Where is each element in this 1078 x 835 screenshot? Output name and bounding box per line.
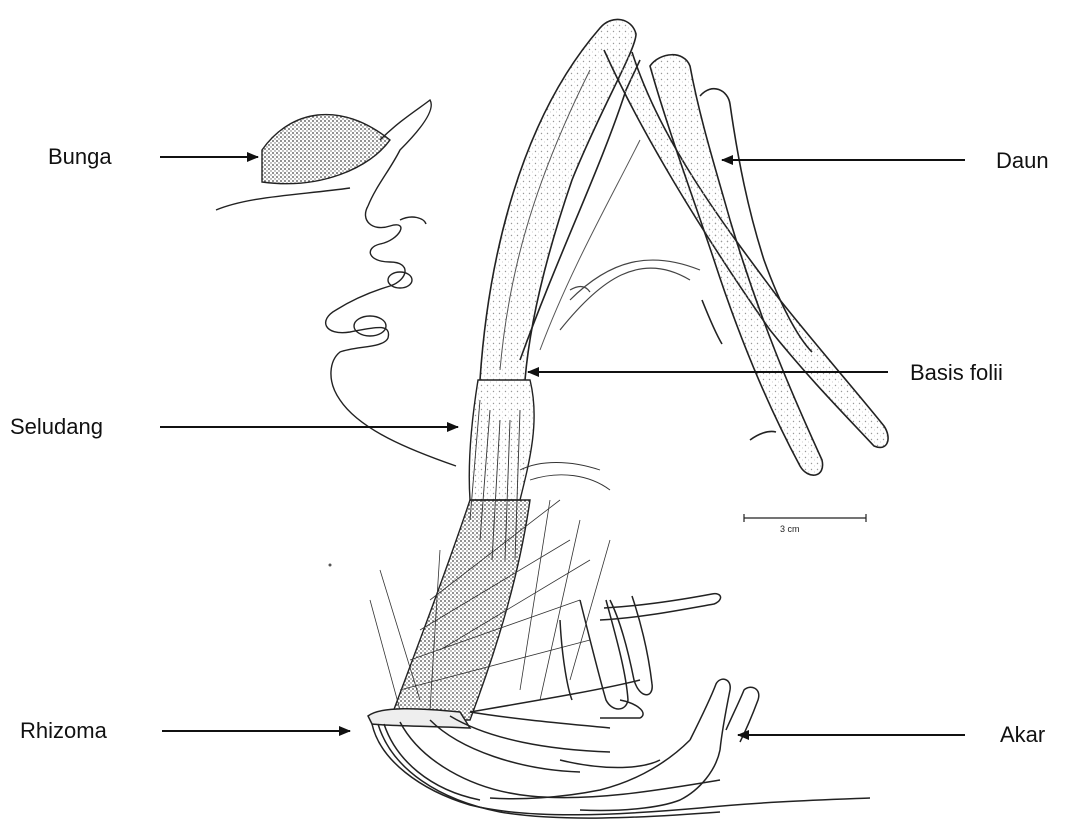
- leaf-4: [650, 55, 823, 475]
- label-bunga: Bunga: [48, 146, 112, 168]
- label-seludang: Seludang: [10, 416, 103, 438]
- label-basis-folii: Basis folii: [910, 362, 1003, 384]
- label-daun: Daun: [996, 150, 1049, 172]
- flower: [262, 115, 390, 184]
- leaf-3: [604, 50, 888, 447]
- label-rhizoma: Rhizoma: [20, 720, 107, 742]
- leaves: [480, 19, 888, 475]
- scale-bar: [744, 514, 866, 522]
- scale-bar-label: 3 cm: [780, 524, 800, 534]
- label-akar: Akar: [1000, 724, 1045, 746]
- sheath: [370, 380, 610, 720]
- leaf-1: [480, 19, 636, 380]
- flower-stalk: [216, 100, 456, 466]
